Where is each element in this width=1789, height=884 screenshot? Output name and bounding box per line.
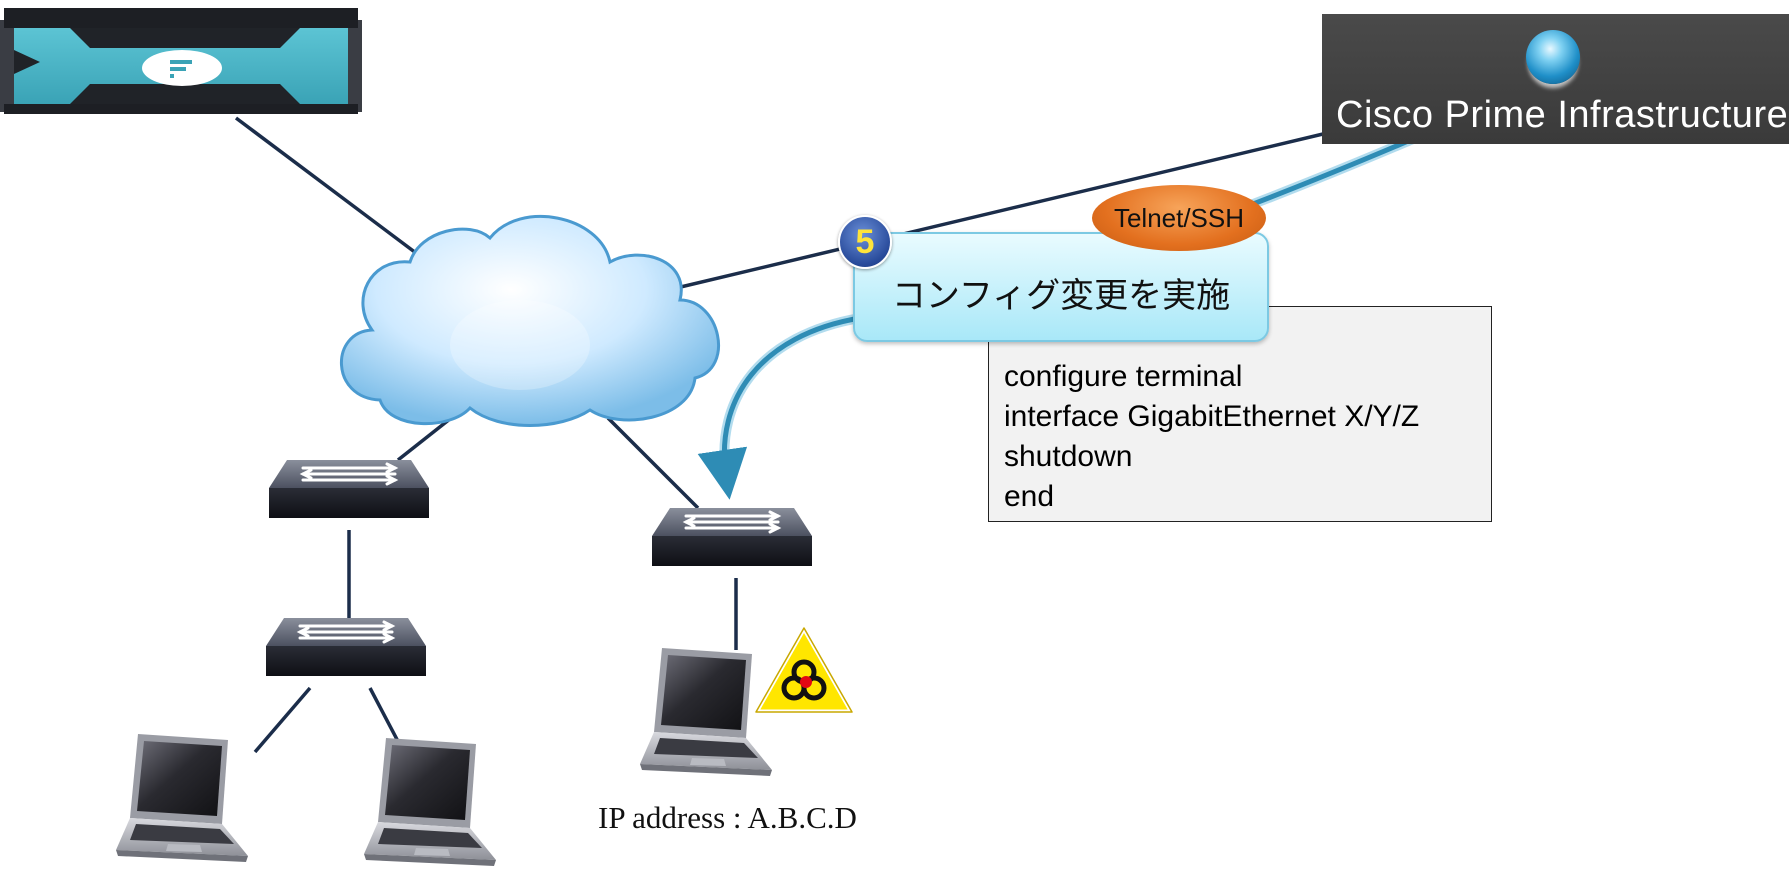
biohazard-icon [753,625,855,715]
cisco-prime-label: Cisco Prime Infrastructure [1336,94,1789,136]
cli-line: configure terminal [1004,360,1243,393]
cli-line: shutdown [1004,440,1133,473]
cisco-prime-box: Cisco Prime Infrastructure [1322,14,1789,144]
cli-line: end [1004,480,1055,513]
step-number-badge: 5 [838,215,892,269]
laptop-middle [364,738,496,866]
link-cloud-prime [667,132,1324,292]
cloud-icon [339,215,720,427]
config-change-label: コンフィグ変更を実施 [891,276,1231,316]
globe-icon [1526,30,1580,84]
link-appliance-cloud [234,116,422,258]
switch-left-top [267,458,431,520]
switch-left-bottom [264,616,428,678]
laptop-left [116,734,248,862]
protocol-badge: Telnet/SSH [1092,185,1266,251]
link-cloud-switch-right [606,416,700,510]
link-switch-laptop-left [253,686,312,754]
switch-right [650,506,814,568]
config-change-box: コンフィグ変更を実施 [853,232,1269,342]
infected-host-ip-label: IP address : A.B.C.D [598,800,857,835]
cli-line: interface GigabitEthernet X/Y/Z [1004,400,1420,433]
appliance-icon [0,8,362,114]
cli-command-box: configure terminal interface GigabitEthe… [988,306,1492,522]
laptop-infected [640,648,772,776]
